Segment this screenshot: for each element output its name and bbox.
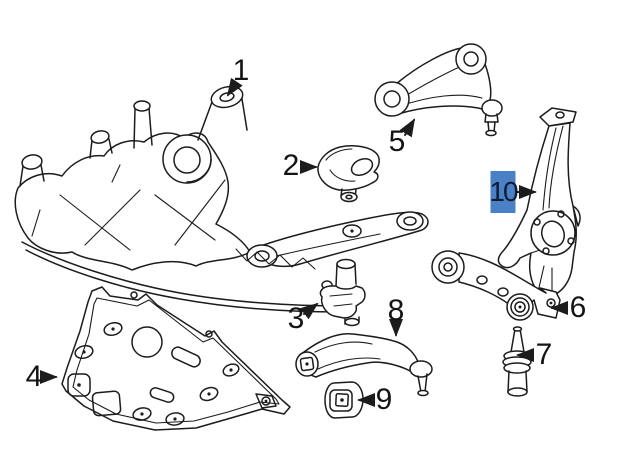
- callout-label-9[interactable]: 9: [375, 383, 393, 416]
- bushing-drawing: [324, 381, 364, 419]
- front-subframe-drawing: [14, 85, 429, 313]
- callout-label-10-highlighted[interactable]: 10: [489, 171, 519, 213]
- callout-label-6[interactable]: 6: [569, 291, 587, 324]
- steering-knuckle-drawing: [497, 107, 581, 297]
- callout-label-4[interactable]: 4: [25, 360, 43, 393]
- tension-strut-drawing: [295, 332, 433, 397]
- callout-arrow-3: [300, 302, 319, 320]
- callout-arrows: [40, 77, 568, 407]
- callout-label-2[interactable]: 2: [282, 149, 300, 182]
- callout-label-1[interactable]: 1: [232, 54, 250, 87]
- skid-plate-drawing: [61, 286, 291, 431]
- cover-cap-drawing: [317, 145, 380, 203]
- upper-control-arm-drawing: [374, 43, 503, 137]
- ball-joint-drawing: [502, 326, 532, 397]
- callout-label-8[interactable]: 8: [387, 294, 405, 327]
- mount-bracket-drawing: [319, 258, 366, 327]
- callout-label-3[interactable]: 3: [287, 302, 305, 335]
- callout-arrow-1: [226, 77, 243, 97]
- callout-label-5[interactable]: 5: [388, 125, 406, 158]
- callout-label-7[interactable]: 7: [535, 338, 553, 371]
- lower-control-arm-drawing: [431, 250, 561, 321]
- callout-arrow-5: [399, 118, 416, 138]
